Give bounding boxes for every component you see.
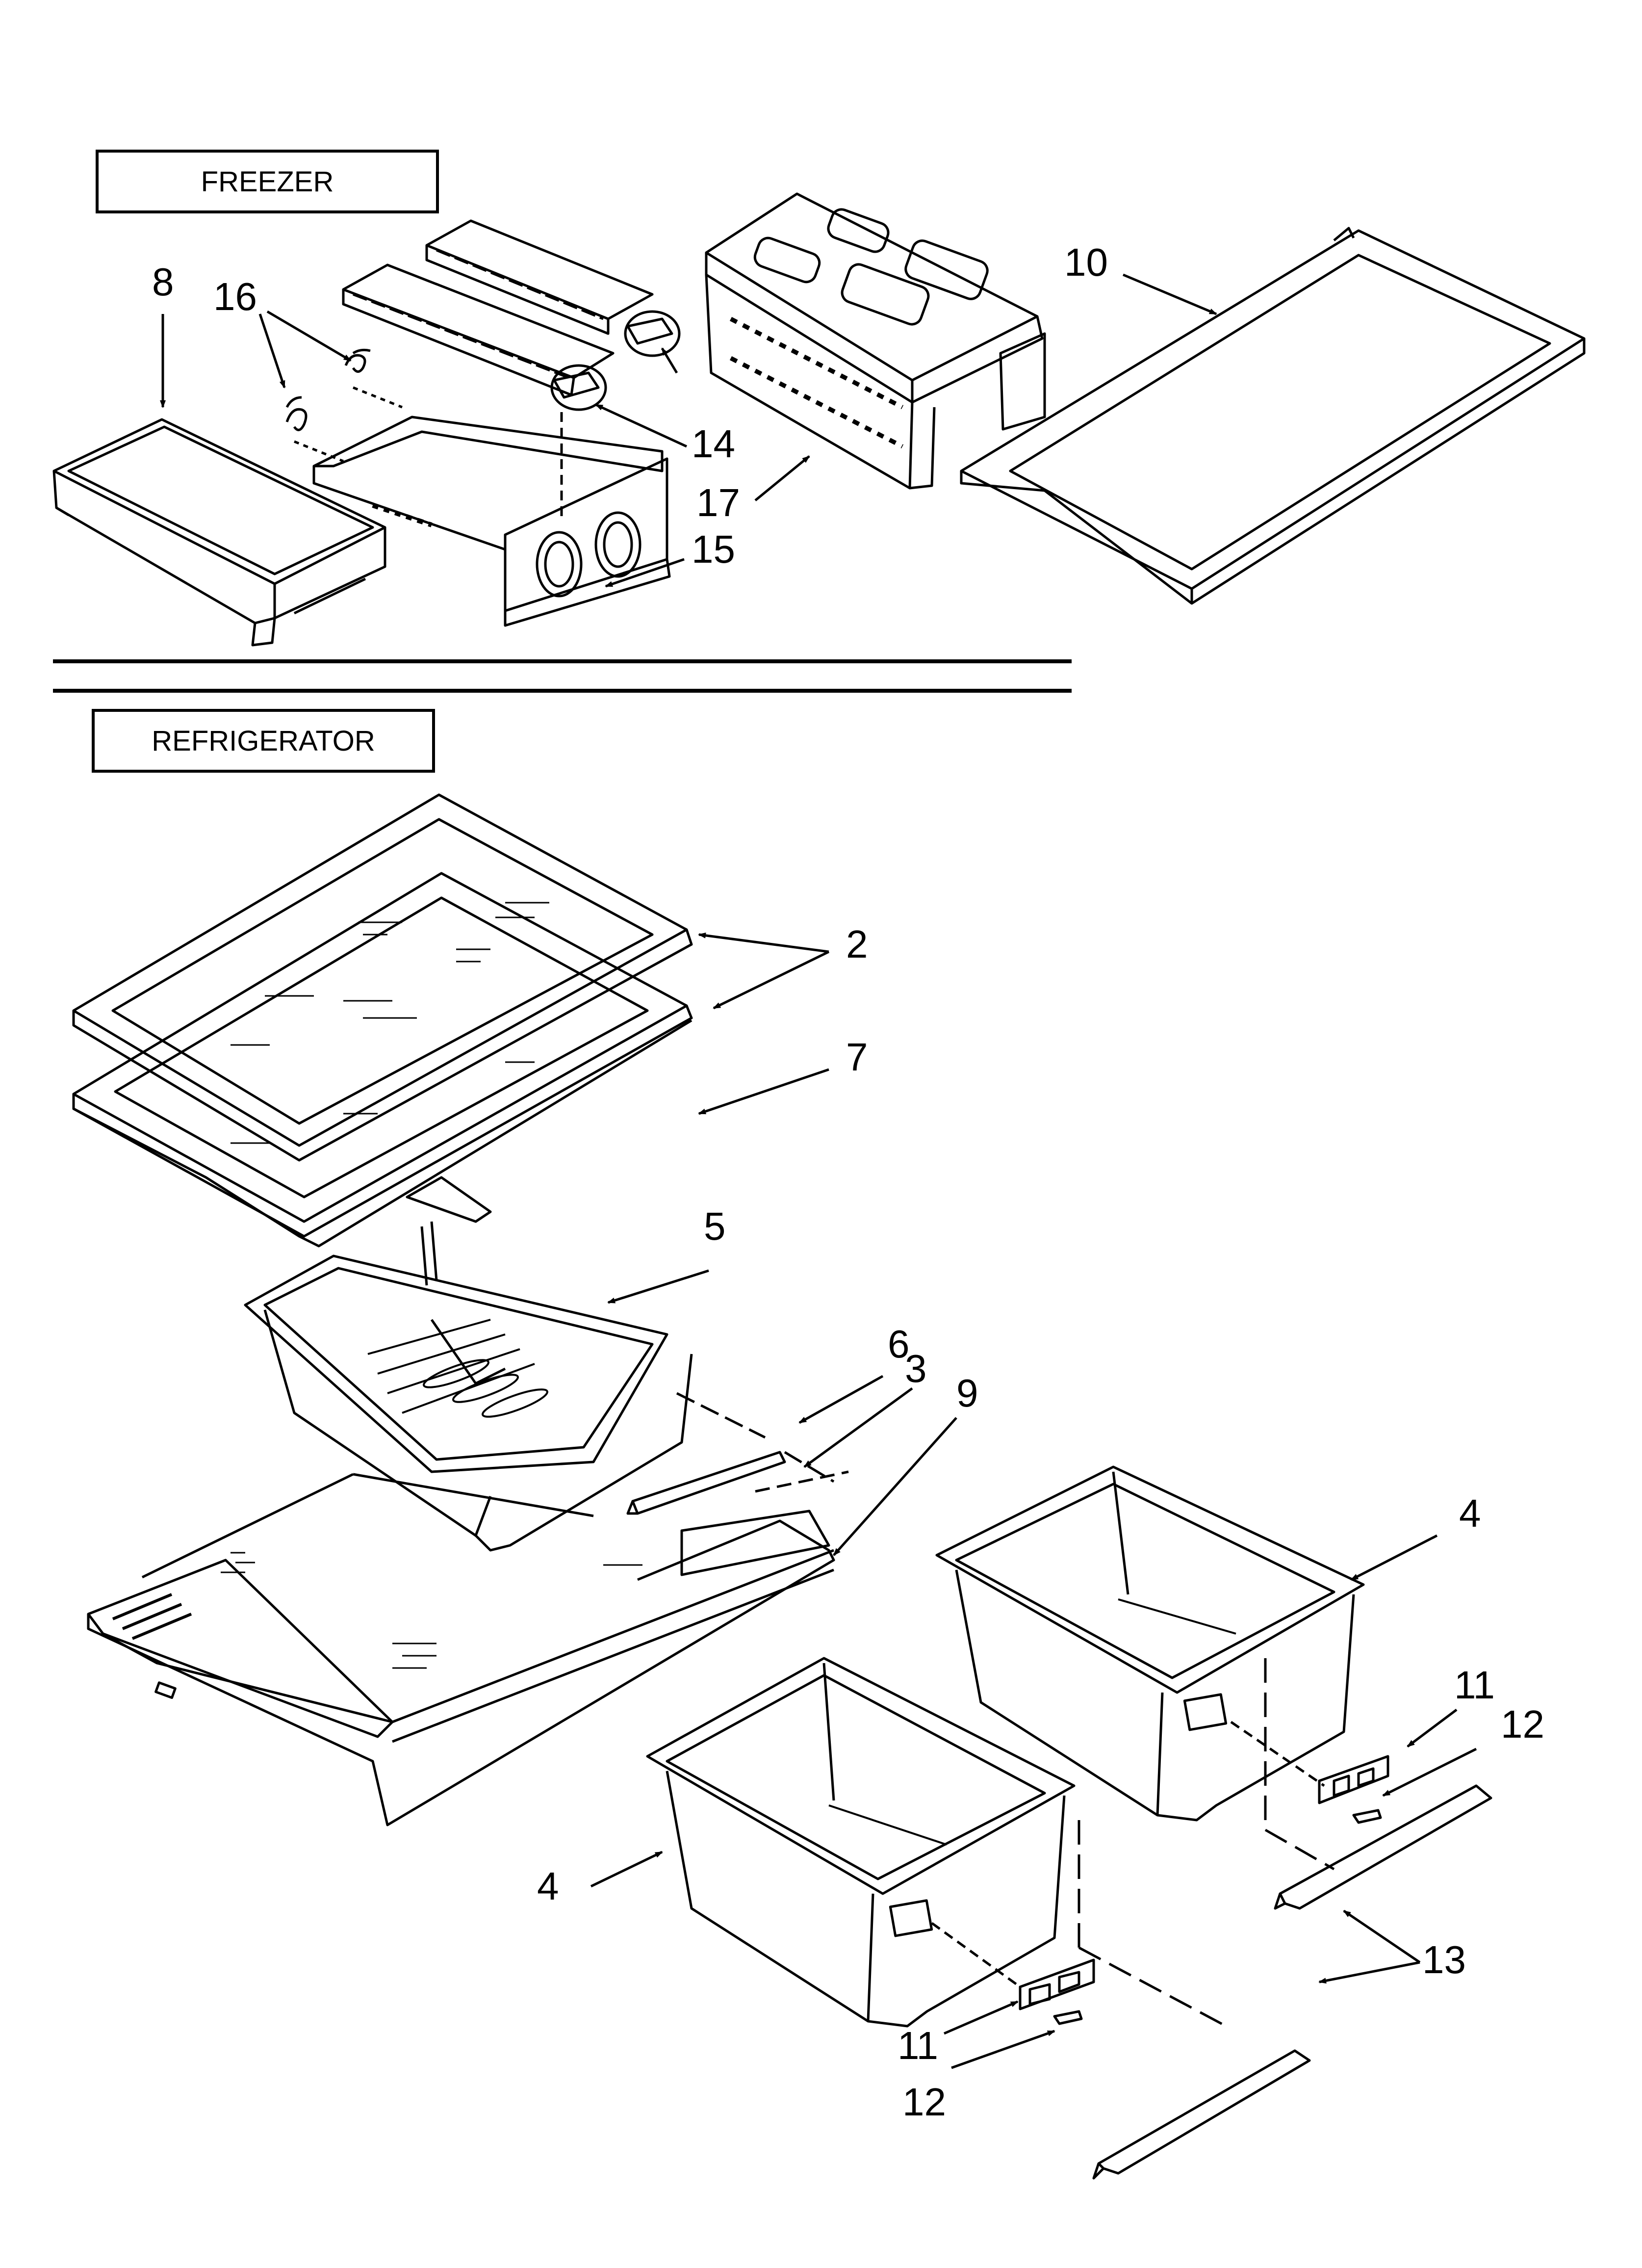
part-15-ice-bin [312,416,671,627]
callout-6: 6 [888,1322,910,1366]
callout-7: 7 [846,1035,868,1079]
part-4-crisper-left [646,1657,1076,2028]
callout-5: 5 [704,1204,726,1248]
part-11-12-clips-left [931,1922,1095,2025]
section-divider [53,659,1072,693]
part-11-12-clips-right [1230,1721,1389,1824]
callout-13: 13 [1422,1938,1466,1981]
callout-12-left: 12 [902,2080,946,2124]
part-10-freezer-shelf [960,227,1586,605]
part-14-ice-trays [342,219,681,520]
callout-4-left: 4 [537,1864,559,1908]
part-17-housing [705,192,1046,490]
callout-9: 9 [956,1371,978,1415]
callout-16: 16 [213,275,257,318]
freezer-section-label: FREEZER [96,150,439,213]
callout-2: 2 [846,922,868,966]
callout-17: 17 [696,481,740,524]
part-4-crisper-right [935,1465,1365,1822]
part-6-rail [626,1392,835,1515]
leader-lines [160,273,1477,2069]
part-13-rails [1078,1658,1492,2180]
refrigerator-section-label: REFRIGERATOR [92,709,435,773]
callout-11-right: 11 [1454,1663,1495,1707]
part-9-crisper-glass [87,1470,849,1826]
part-7-crisper-cover [72,1019,693,1248]
callout-12-right: 12 [1501,1702,1544,1746]
part-2-glass-shelves [72,793,693,1238]
callout-11-left: 11 [898,2024,939,2067]
part-5-meat-drawer [244,1221,693,1552]
part-8-freezer-tray [52,418,386,647]
refrigerator-label-text: REFRIGERATOR [152,725,375,757]
callout-15: 15 [692,527,735,571]
callout-4-right: 4 [1459,1491,1481,1535]
part-16-clips [285,348,403,463]
callout-8: 8 [152,260,174,304]
freezer-label-text: FREEZER [201,165,334,198]
callout-3: 3 [905,1347,927,1390]
callout-10: 10 [1064,240,1108,284]
callout-14: 14 [692,422,735,466]
